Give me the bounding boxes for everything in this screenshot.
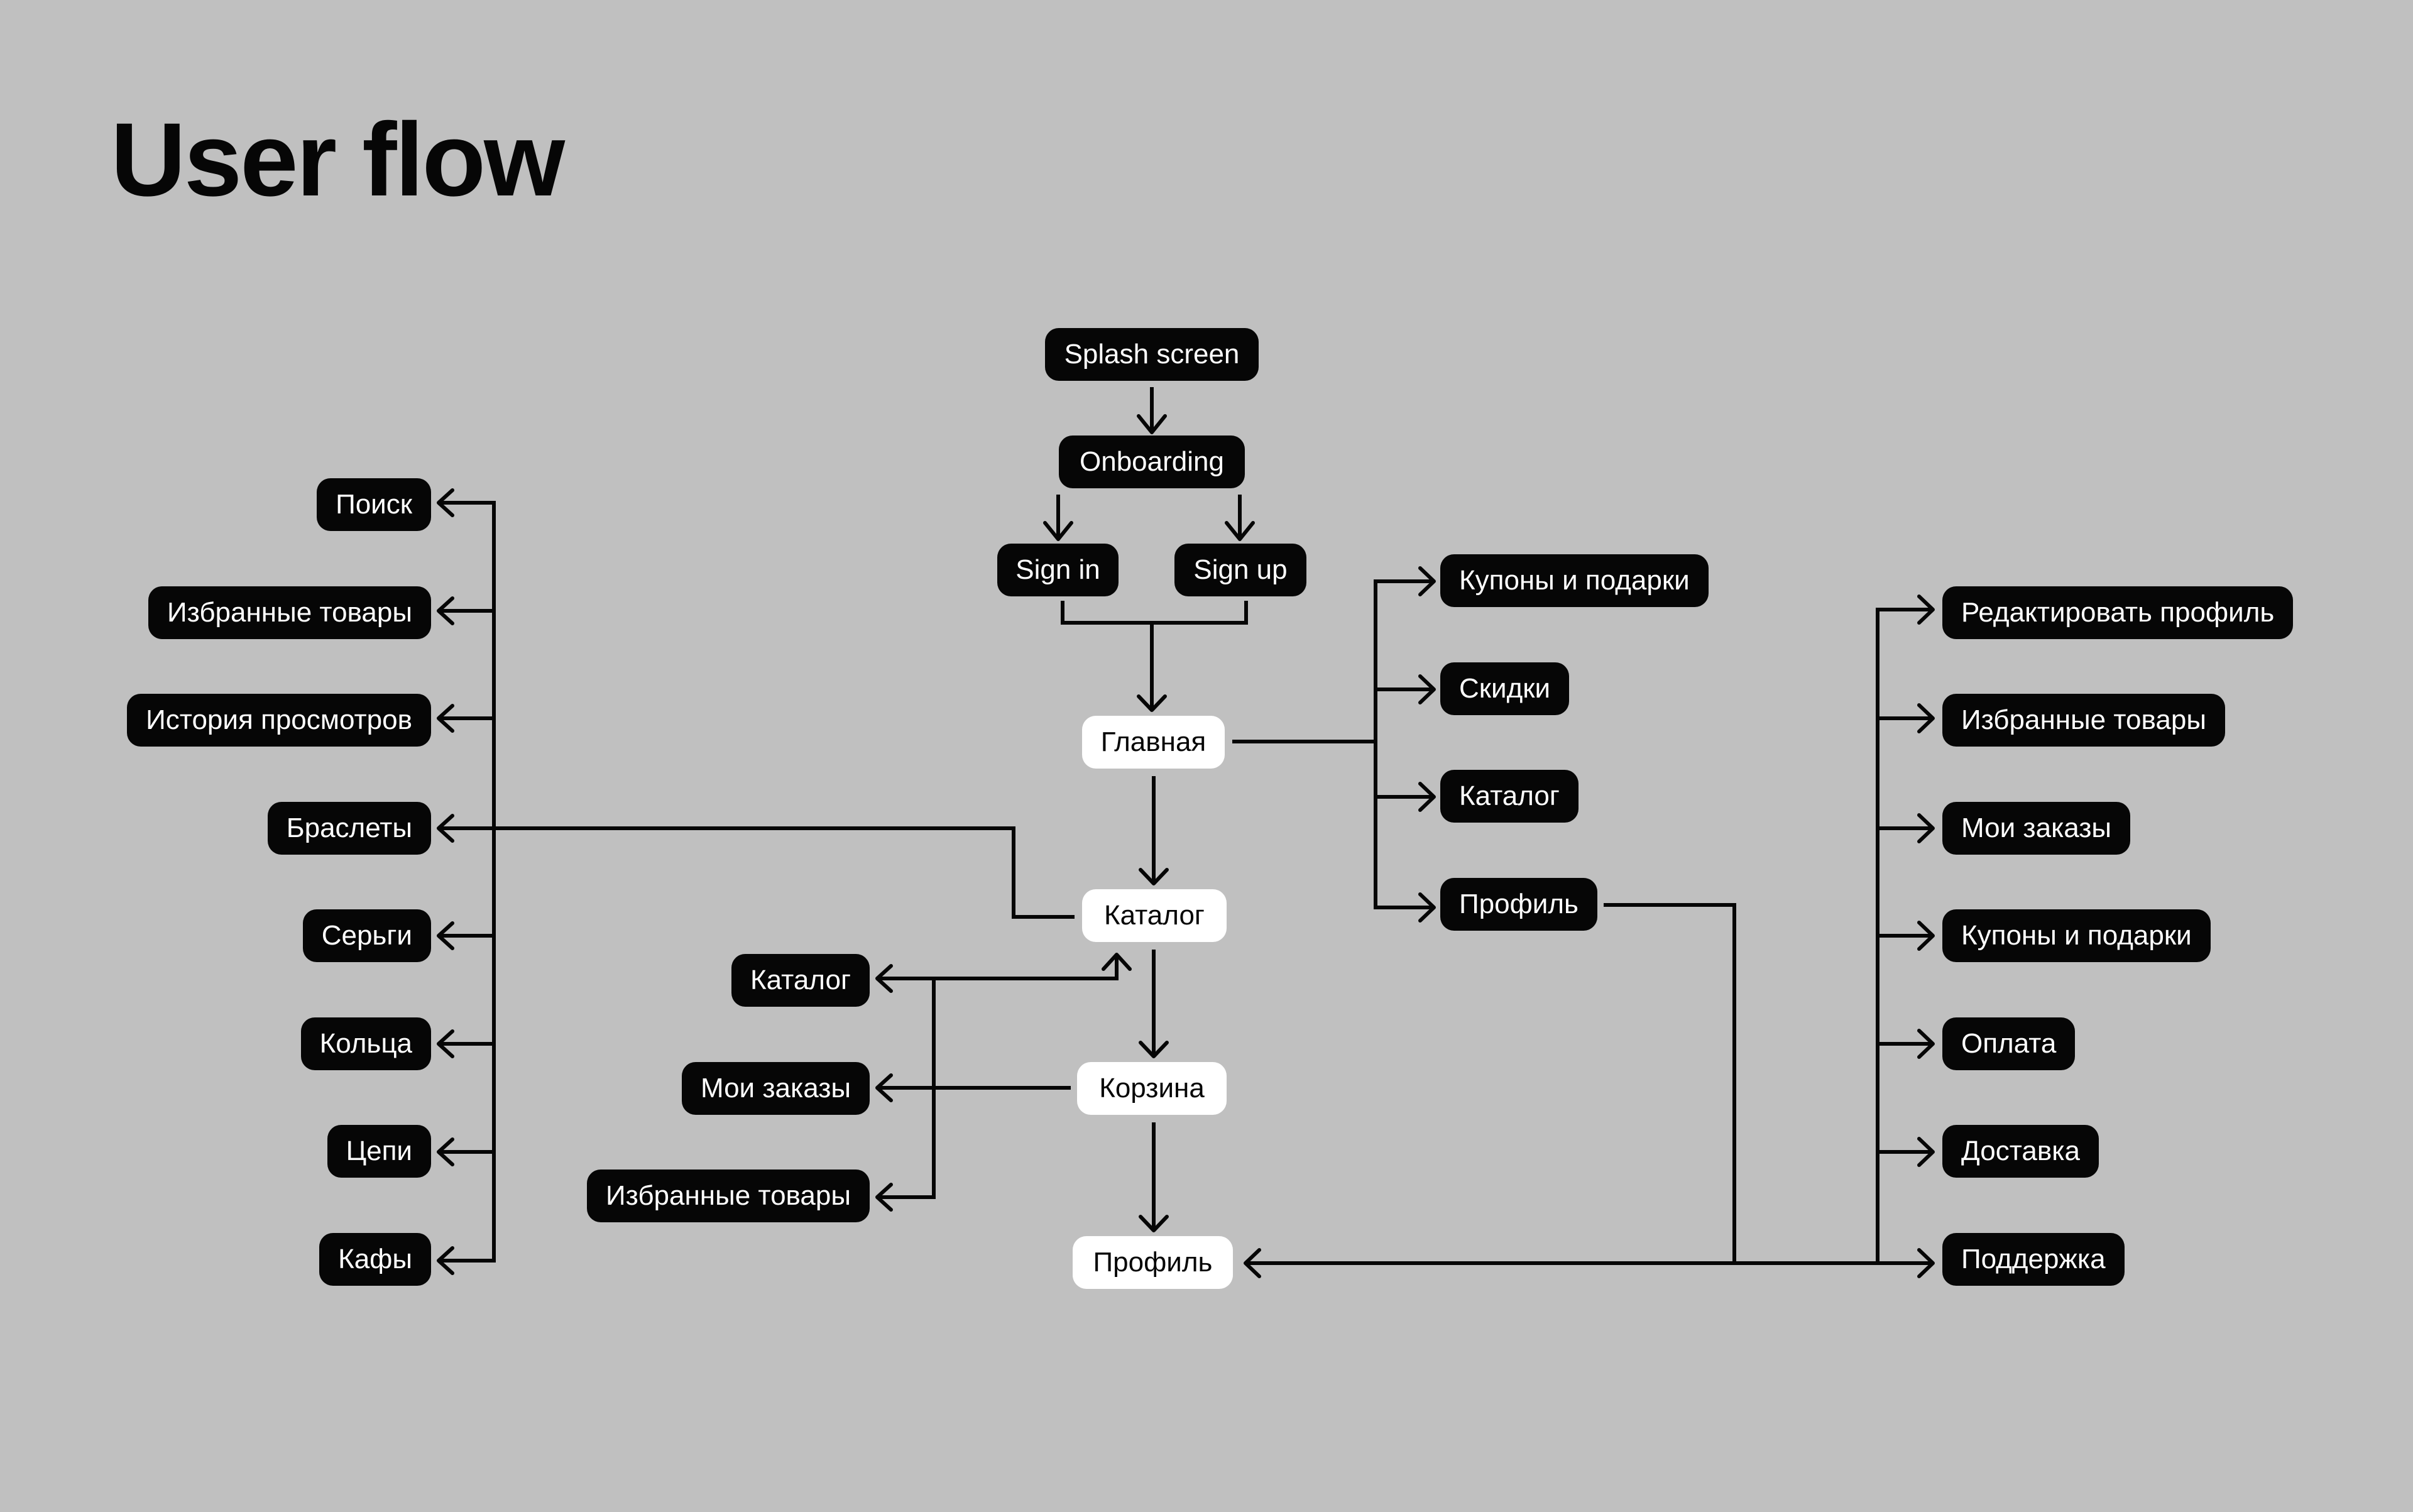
node-home[interactable]: Главная xyxy=(1082,716,1225,769)
home-branch-arrows xyxy=(1374,566,1436,923)
node-view-history[interactable]: История просмотров xyxy=(127,694,431,747)
arrowhead-down-icon xyxy=(1137,414,1167,434)
node-cart-my-orders[interactable]: Мои заказы xyxy=(681,1062,870,1115)
arrowhead-down-icon xyxy=(1139,868,1169,885)
arrowhead-down-icon xyxy=(1139,1041,1169,1058)
node-earrings[interactable]: Серьги xyxy=(302,909,431,962)
node-favorites[interactable]: Избранные товары xyxy=(148,586,431,639)
arrowhead-down-icon xyxy=(1043,521,1073,541)
arrowhead-down-icon xyxy=(1139,1215,1169,1232)
edge-catalog-leftbus xyxy=(494,826,1075,919)
node-bracelets[interactable]: Браслеты xyxy=(267,802,431,855)
node-home-catalog[interactable]: Каталог xyxy=(1440,770,1579,823)
node-payment[interactable]: Оплата xyxy=(1942,1017,2076,1070)
arrowhead-left-icon xyxy=(1244,1248,1261,1278)
node-coupons-gifts[interactable]: Купоны и подарки xyxy=(1440,554,1709,607)
node-search[interactable]: Поиск xyxy=(317,478,431,531)
node-chains[interactable]: Цепи xyxy=(327,1125,431,1178)
left-branch-arrows xyxy=(437,488,494,1275)
arrowhead-down-icon xyxy=(1137,694,1167,712)
node-sign-in[interactable]: Sign in xyxy=(997,544,1119,596)
node-profile[interactable]: Профиль xyxy=(1073,1236,1233,1289)
node-cuffs[interactable]: Кафы xyxy=(319,1233,431,1286)
node-cart-catalog[interactable]: Каталог xyxy=(731,954,870,1007)
node-cart[interactable]: Корзина xyxy=(1077,1062,1227,1115)
arrowhead-down-icon xyxy=(1225,521,1255,541)
edge-bus-catalog-up xyxy=(878,956,1119,980)
node-profile-favorites[interactable]: Избранные товары xyxy=(1942,694,2225,747)
node-profile-coupons[interactable]: Купоны и подарки xyxy=(1942,909,2211,962)
node-edit-profile[interactable]: Редактировать профиль xyxy=(1942,586,2294,639)
edge-profile-tree xyxy=(1604,903,1736,1263)
node-onboarding[interactable]: Onboarding xyxy=(1059,436,1245,488)
edge-auth-merge xyxy=(1061,601,1248,625)
node-catalog[interactable]: Каталог xyxy=(1082,889,1227,942)
node-discounts[interactable]: Скидки xyxy=(1440,662,1570,715)
node-support[interactable]: Поддержка xyxy=(1942,1233,2125,1286)
node-rings[interactable]: Кольца xyxy=(300,1017,431,1070)
arrowhead-up-icon xyxy=(1102,953,1132,971)
node-delivery[interactable]: Доставка xyxy=(1942,1125,2099,1178)
profile-branch-arrows xyxy=(1876,594,1935,1278)
node-profile-my-orders[interactable]: Мои заказы xyxy=(1942,802,2131,855)
node-splash-screen[interactable]: Splash screen xyxy=(1045,328,1259,381)
middle-left-branch-arrows xyxy=(875,964,893,1212)
node-home-profile[interactable]: Профиль xyxy=(1440,878,1597,931)
node-cart-favorites[interactable]: Избранные товары xyxy=(587,1170,870,1222)
node-sign-up[interactable]: Sign up xyxy=(1174,544,1306,596)
page-title: User flow xyxy=(111,102,565,218)
